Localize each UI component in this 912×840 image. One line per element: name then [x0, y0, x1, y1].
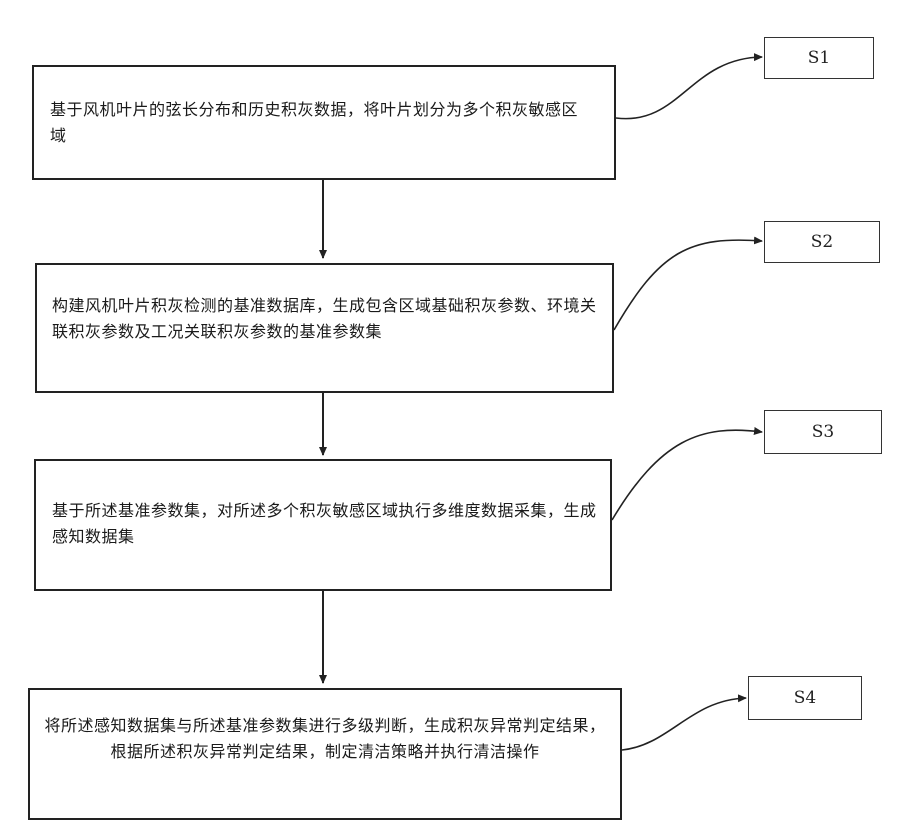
step-text-s2: 构建风机叶片积灰检测的基准数据库，生成包含区域基础积灰参数、环境关联积灰参数及工…: [52, 293, 597, 345]
step-text-s1: 基于风机叶片的弦长分布和历史积灰数据，将叶片划分为多个积灰敏感区域: [50, 97, 590, 149]
label-connector-s2: [614, 240, 762, 330]
step-label-s1: S1: [764, 37, 874, 79]
label-connector-s1: [616, 57, 762, 119]
label-connector-s4: [622, 698, 746, 750]
step-label-s4: S4: [748, 676, 862, 720]
label-connector-s3: [612, 430, 762, 520]
step-label-s3: S3: [764, 410, 882, 454]
step-text-s3: 基于所述基准参数集，对所述多个积灰敏感区域执行多维度数据采集，生成感知数据集: [52, 498, 597, 550]
step-text-s4: 将所述感知数据集与所述基准参数集进行多级判断，生成积灰异常判定结果，根据所述积灰…: [44, 713, 606, 765]
step-label-s2: S2: [764, 221, 880, 263]
